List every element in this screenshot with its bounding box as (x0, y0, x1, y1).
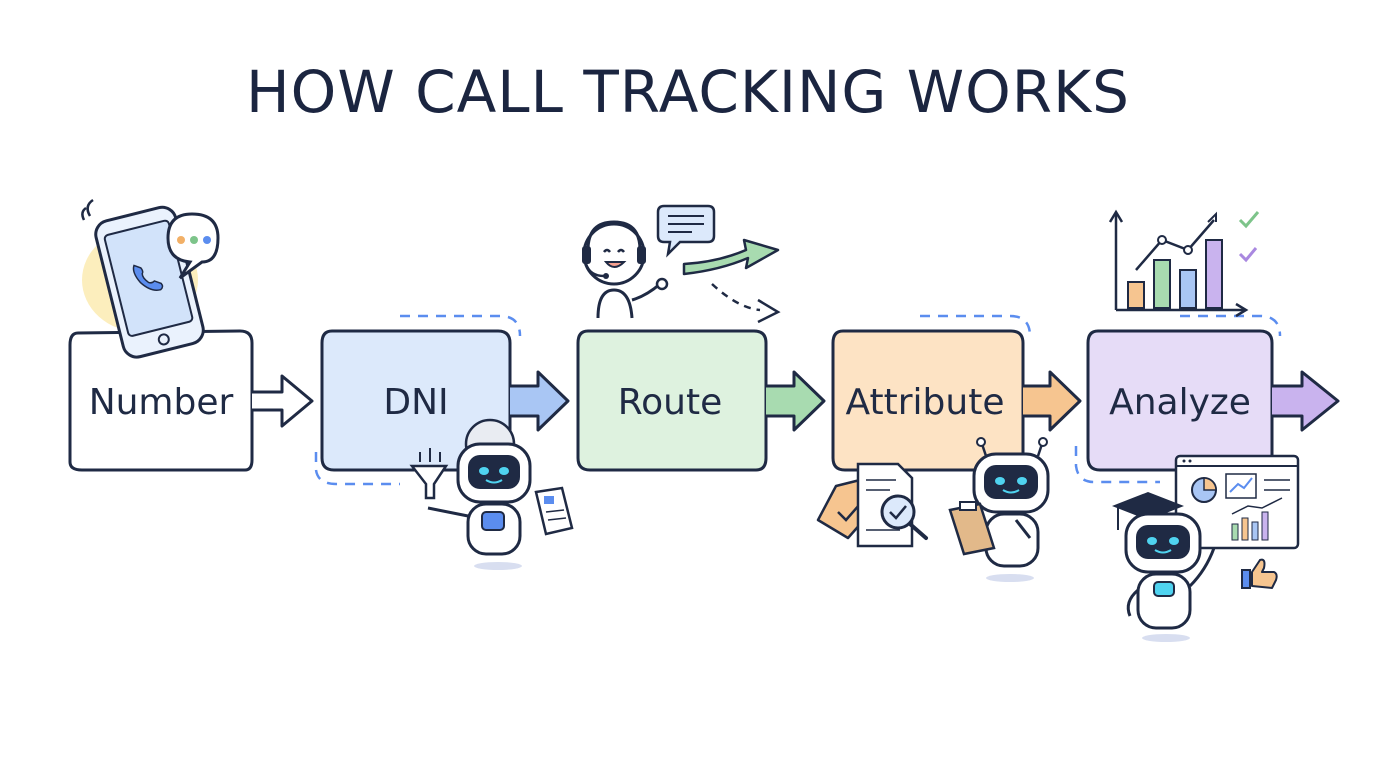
step-analyze: Analyze (1074, 314, 1282, 484)
grad-robot-icon (1112, 492, 1216, 642)
dashboard-icon (1174, 454, 1300, 550)
step-analyze-label: Analyze (1109, 382, 1251, 423)
arrow-route-to-attribute (766, 370, 826, 432)
step-dni: DNI (314, 314, 522, 486)
attribute-robot-icon (948, 437, 1050, 582)
arrow-attribute-to-analyze (1023, 370, 1082, 432)
step-number-label: Number (89, 382, 234, 423)
thumbs-up-icon (1241, 558, 1278, 589)
step-route-box (576, 329, 768, 472)
arrow-analyze-out (1272, 370, 1340, 432)
step-attribute-dashed-outline (920, 314, 1032, 337)
page-title: HOW CALL TRACKING WORKS (246, 58, 1130, 126)
arrow-dni-to-route (510, 370, 570, 432)
routing-arrows-icon (682, 238, 781, 324)
bar-chart-icon (1108, 209, 1260, 318)
step-route: Route (576, 329, 768, 472)
arrow-number-to-dni (252, 374, 314, 428)
smartphone-icon (81, 198, 205, 359)
step-route-label: Route (618, 382, 723, 423)
call-agent-icon (582, 220, 669, 319)
step-analyze-dashed-outline (1074, 314, 1282, 484)
message-bubble-icon (656, 204, 716, 258)
step-number-box (68, 329, 254, 472)
step-attribute: Attribute (831, 314, 1032, 472)
step-attribute-label: Attribute (846, 382, 1005, 423)
step-dni-dashed-outline (314, 314, 522, 486)
document-magnifier-icon (856, 462, 928, 548)
chat-bubble-icon (166, 212, 220, 280)
robot-icon (409, 418, 574, 570)
step-number: Number (68, 329, 254, 472)
step-dni-label: DNI (383, 382, 448, 423)
